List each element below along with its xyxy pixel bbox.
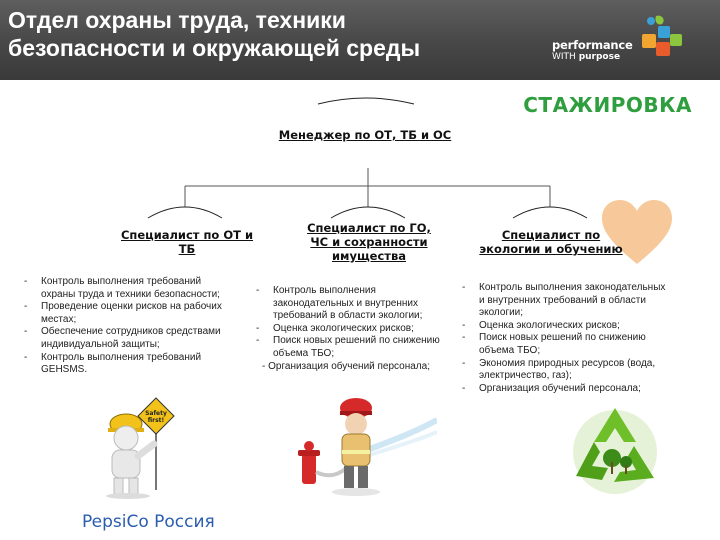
list-item: - Организация обучений персонала; xyxy=(262,360,430,372)
logo-mark-icon xyxy=(642,15,682,56)
list-item: Контроль выполнения требований GEHSMS. xyxy=(20,352,230,377)
list-item: Контроль выполнения законодательных и вн… xyxy=(458,282,670,320)
firefighter-illustration xyxy=(292,384,437,500)
specialist-safety-node: Специалист по ОТ и ТБ xyxy=(120,228,254,256)
heart-icon xyxy=(602,200,672,264)
list-item: Экономия природных ресурсов (вода, элект… xyxy=(458,358,670,383)
svg-text:first!: first! xyxy=(148,417,165,424)
manager-node: Менеджер по ОТ, ТБ и ОС xyxy=(278,128,452,142)
logo-text-purpose: WITH purpose xyxy=(552,52,620,62)
list-item: Обеспечение сотрудников средствами индив… xyxy=(20,326,230,351)
civil-defense-duties-list: Контроль выполнения законодательных и вн… xyxy=(252,285,457,373)
recycle-icon xyxy=(573,408,657,494)
list-item: Контроль выполнения законодательных и вн… xyxy=(252,285,457,323)
ecology-duties-list: Контроль выполнения законодательных и вн… xyxy=(458,282,670,395)
specialist-civil-defense-node: Специалист по ГО, ЧС и сохранности имуще… xyxy=(307,221,431,263)
header-bar: Отдел охраны труда, техники безопасности… xyxy=(0,0,720,80)
safety-sign-text: Safety xyxy=(145,410,167,417)
internship-heading: СТАЖИРОВКА xyxy=(523,93,692,117)
list-item: Оценка экологических рисков; xyxy=(458,320,670,333)
list-item: Контроль выполнения требований охраны тр… xyxy=(20,276,230,301)
safety-worker-illustration: Safety first! xyxy=(98,394,192,500)
footer-brand: PepsiCo Россия xyxy=(82,512,215,532)
page-title: Отдел охраны труда, техники безопасности… xyxy=(8,7,421,61)
list-item: Оценка экологических рисков; xyxy=(252,323,457,336)
logo-text-purpose-word: purpose xyxy=(578,52,621,62)
logo-text-performance: performance xyxy=(552,38,633,52)
performance-with-purpose-logo: performance WITH purpose xyxy=(548,12,688,66)
specialist-ecology-node: Специалист по экологии и обучению xyxy=(479,228,623,256)
list-item: Поиск новых решений по снижению объема Т… xyxy=(252,335,457,360)
logo-text-with: WITH xyxy=(552,52,576,62)
list-item: Поиск новых решений по снижению объема Т… xyxy=(458,332,670,357)
safety-duties-list: Контроль выполнения требований охраны тр… xyxy=(20,276,230,377)
org-chart-connectors xyxy=(147,97,588,219)
list-item: Проведение оценки рисков на рабочих мест… xyxy=(20,301,230,326)
list-item: Организация обучений персонала; xyxy=(458,383,670,396)
